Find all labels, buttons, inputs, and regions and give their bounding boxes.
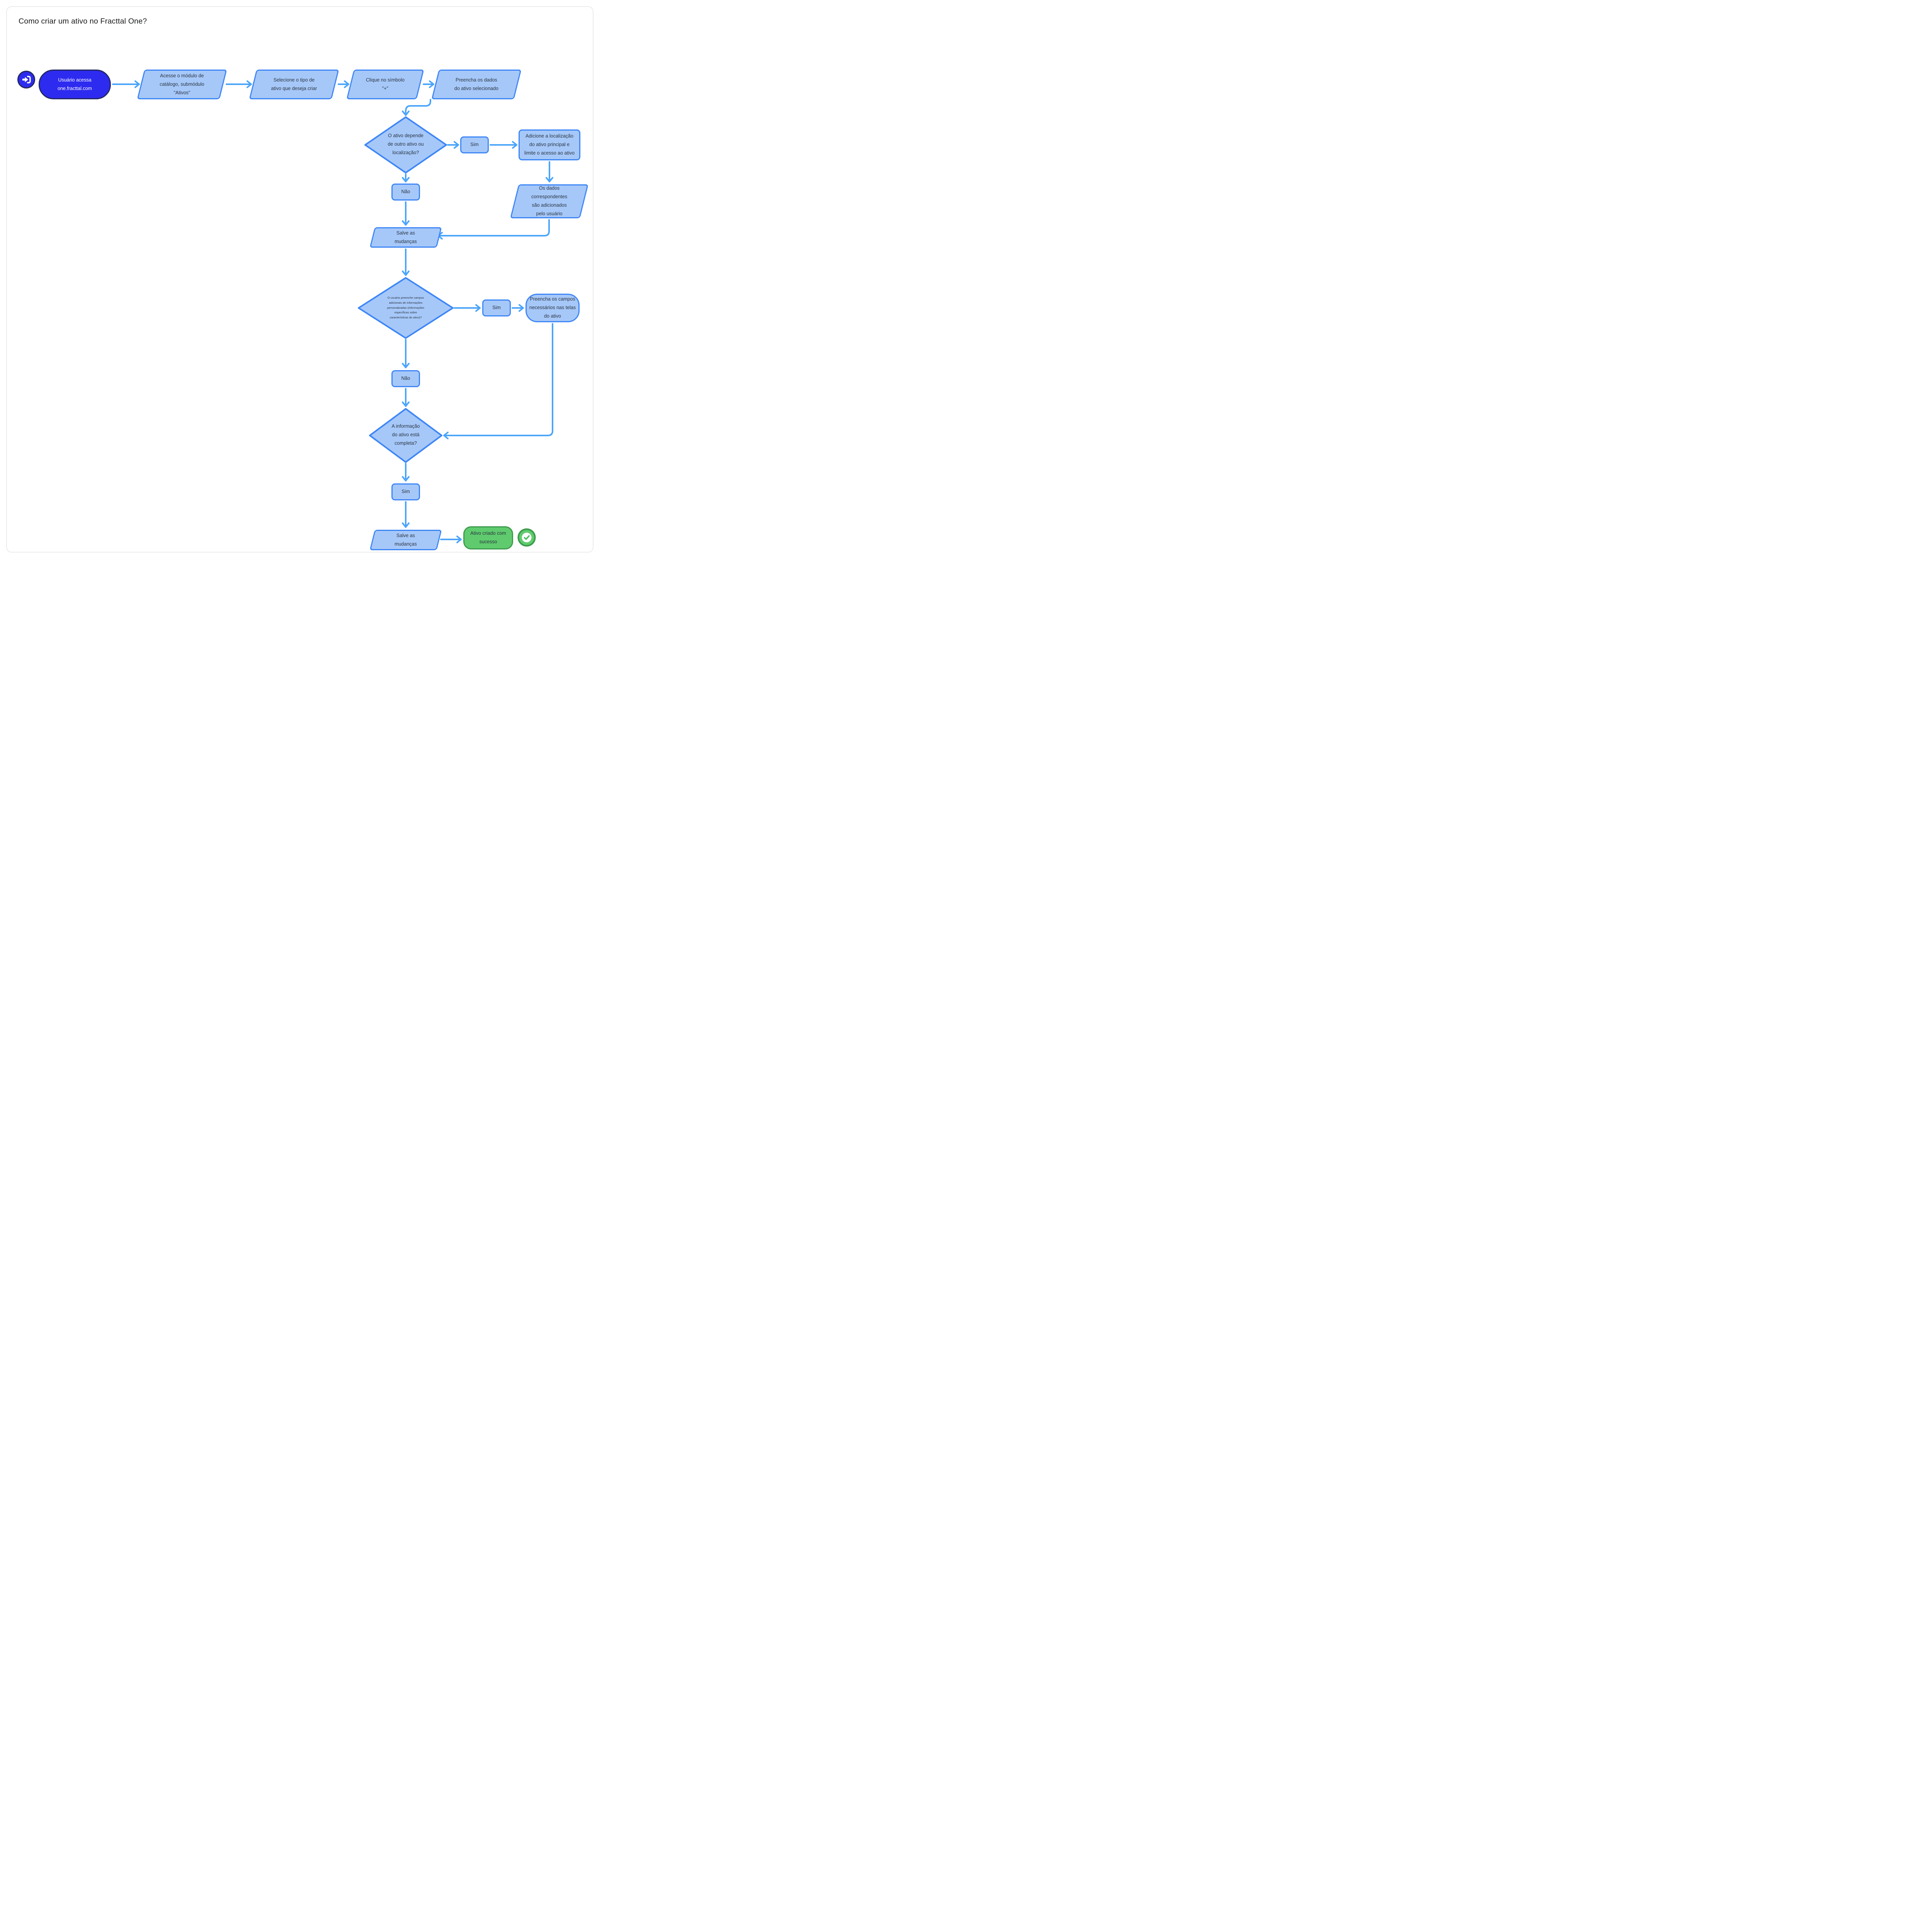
node-nao-2-label: Não [401,376,410,381]
node-data-added: Os dados correspondentes são adicionados… [510,184,588,218]
login-arrow-icon [21,75,31,85]
start-badge [17,71,35,88]
node-sim-2: Sim [482,299,511,316]
node-access-module-label: Acesse o módulo de catálogo, submódulo "… [160,73,204,95]
node-save-1-label: Salve as mudanças [395,230,417,244]
node-success: Ativo criado com sucesso [463,526,513,549]
decision-custom-fields-label: O usuário preenche campos adicionais de … [387,296,424,319]
node-start: Usuário acessa one.fracttal.com [39,70,111,99]
decision-complete-label: A informação do ativo está completa? [391,423,420,446]
node-fill-data: Preencha os dados do ativo selecionado [431,70,522,99]
node-select-type: Selecione o tipo de ativo que deseja cri… [249,70,339,99]
node-click-plus-label: Clique no símbolo "+" [366,77,405,91]
node-click-plus: Clique no símbolo "+" [346,70,424,99]
node-data-added-label: Os dados correspondentes são adicionados… [531,185,568,216]
node-save-2: Salve as mudanças [369,530,442,550]
node-save-2-label: Salve as mudanças [395,532,417,547]
node-sim-2-label: Sim [492,305,501,311]
node-select-type-label: Selecione o tipo de ativo que deseja cri… [271,77,317,91]
node-sim-1-label: Sim [470,142,479,148]
node-nao-2: Não [391,370,420,387]
node-add-location-label: Adicione a localização do ativo principa… [524,133,575,156]
node-access-module: Acesse o módulo de catálogo, submódulo "… [137,70,227,99]
node-sim-3-label: Sim [401,489,410,495]
node-add-location: Adicione a localização do ativo principa… [519,129,580,160]
node-fill-data-label: Preencha os dados do ativo selecionado [454,77,498,91]
check-icon [517,528,536,549]
node-nao-1-label: Não [401,189,410,195]
node-nao-1: Não [391,184,420,201]
decision-dependency-label: O ativo depende de outro ativo ou locali… [388,133,424,155]
node-success-label: Ativo criado com sucesso [470,531,506,544]
node-sim-3: Sim [391,483,420,500]
node-sim-1: Sim [460,136,489,153]
node-fill-required-label: Preencha os campos necessários nas telas… [529,296,576,319]
node-start-label: Usuário acessa one.fracttal.com [58,77,92,91]
flowchart-page: Como criar um ativo no Fracttal One? [0,0,600,560]
page-title: Como criar um ativo no Fracttal One? [19,17,147,26]
node-fill-required: Preencha os campos necessários nas telas… [526,294,580,322]
node-save-1: Salve as mudanças [369,227,442,248]
